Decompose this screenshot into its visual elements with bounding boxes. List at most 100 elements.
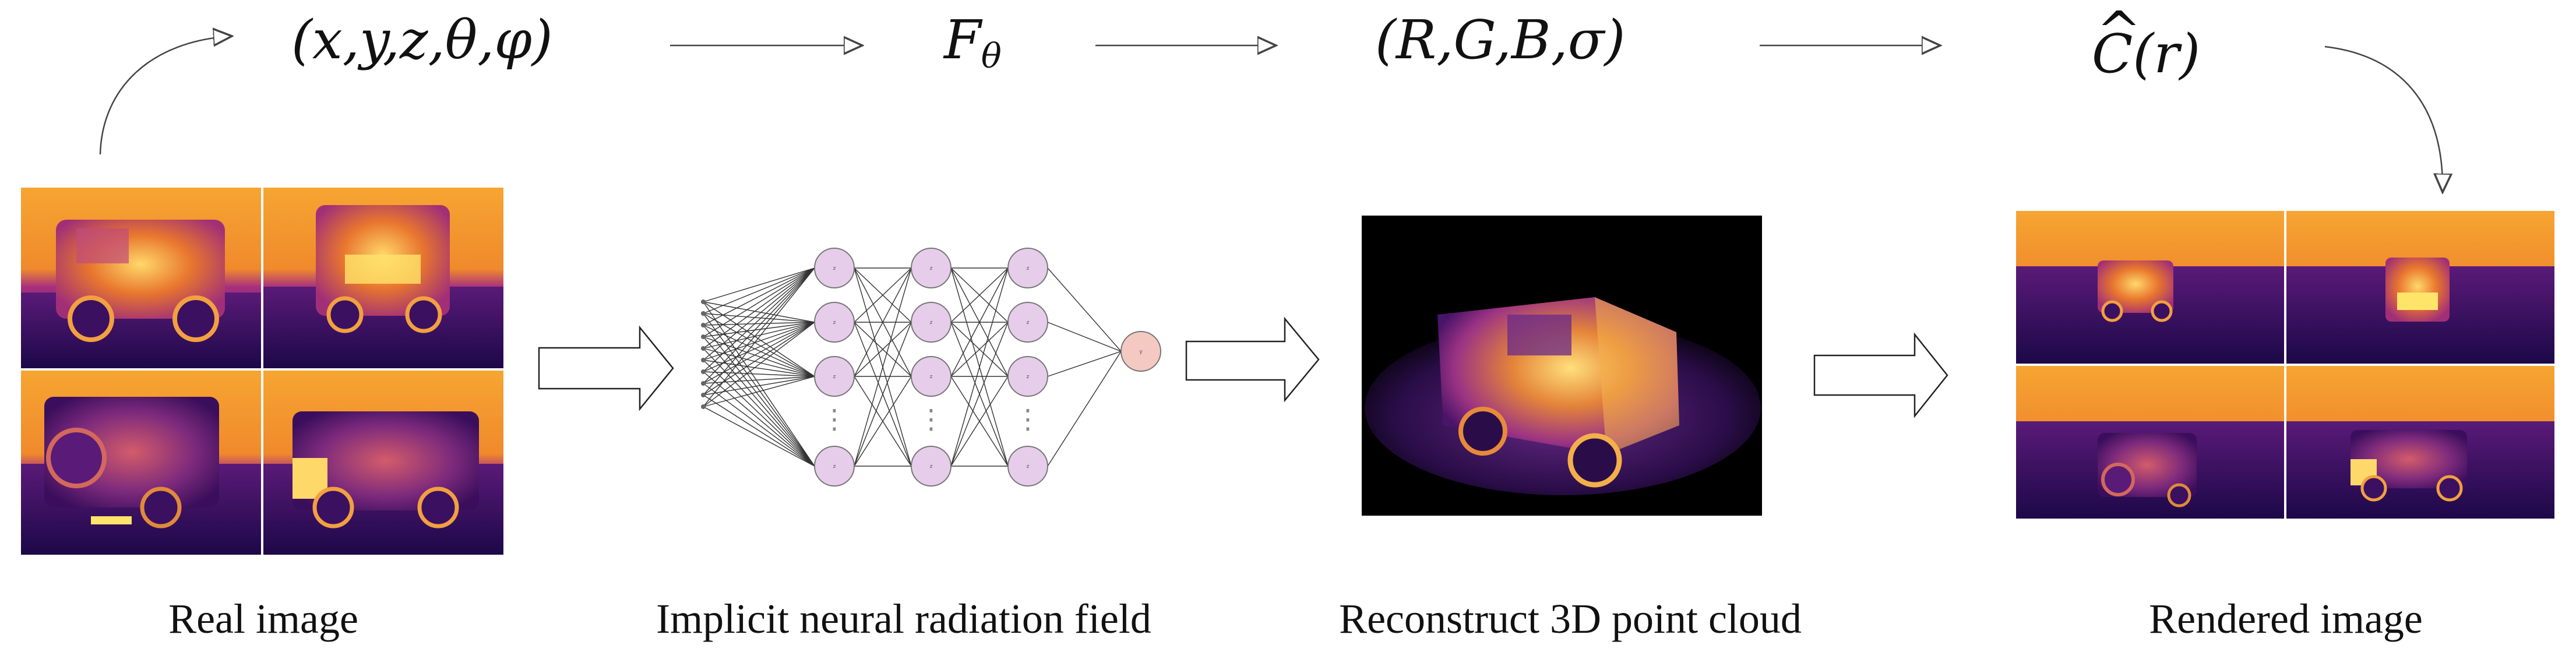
nn-edge <box>703 313 815 323</box>
nn-edge <box>703 336 815 377</box>
nn-edge <box>854 322 912 467</box>
nn-edge <box>703 267 815 302</box>
nn-edge <box>703 267 815 361</box>
input-coordinates: (x,y,z,θ,φ) <box>291 9 553 71</box>
nn-edge <box>703 267 815 326</box>
real-image-tile-1 <box>21 188 261 368</box>
nn-node-label: z <box>1027 320 1030 326</box>
block-arrow-2 <box>1185 316 1320 403</box>
nn-edge <box>703 267 815 314</box>
nn-edge <box>703 301 815 467</box>
nn-edge <box>703 322 815 372</box>
nn-hidden-node <box>1007 356 1048 397</box>
nn-node-label: z <box>930 266 933 272</box>
nn-edge <box>703 322 815 337</box>
nn-edge <box>703 301 815 377</box>
caption-real-image: Real image <box>168 595 358 642</box>
nn-input-node <box>701 334 706 339</box>
nn-hidden-node <box>911 302 952 343</box>
nn-input-node <box>701 404 706 409</box>
nn-edge <box>703 360 815 467</box>
caption-point-cloud: Reconstruct 3D point cloud <box>1339 595 1802 642</box>
nn-edge <box>1047 351 1122 377</box>
curved-arrow-render-to-output <box>2324 45 2443 192</box>
nn-hidden-node <box>911 248 952 288</box>
network-function: Fθ <box>943 9 1002 76</box>
network-subscript: θ <box>981 36 1002 76</box>
nn-node-label: z <box>930 320 933 326</box>
nn-input-node <box>701 323 706 327</box>
nn-hidden-node <box>814 302 855 343</box>
block-arrow-3 <box>1813 332 1948 418</box>
nn-edge <box>703 313 815 467</box>
nn-hidden-node <box>1007 248 1048 288</box>
nn-edge <box>703 371 815 467</box>
real-image-grid <box>21 188 503 555</box>
nn-edge <box>703 406 815 467</box>
real-image-tile-2 <box>263 188 503 368</box>
nn-edge <box>950 322 1009 377</box>
nn-node-label: z <box>833 266 836 272</box>
nn-node-label: z <box>833 374 836 380</box>
rendered-image-tile-2 <box>2286 211 2554 364</box>
nn-edge <box>703 360 815 377</box>
nn-hidden-node <box>911 446 952 487</box>
nn-ellipsis: ⋮ <box>821 403 848 435</box>
nn-edge <box>703 322 815 384</box>
rendered-image-tile-3 <box>2016 366 2284 519</box>
render-function: C(r) <box>2092 23 2200 85</box>
curved-arrow-image-to-input <box>99 36 232 155</box>
nn-edge <box>703 322 815 407</box>
nn-edge <box>703 394 815 467</box>
nn-input-node <box>701 358 706 362</box>
nn-hidden-node <box>814 446 855 487</box>
nn-edge <box>854 376 912 467</box>
nn-edge <box>703 325 815 377</box>
nn-hidden-node <box>911 356 952 397</box>
nn-ellipsis: ⋮ <box>1014 403 1041 435</box>
nn-edge <box>1047 351 1122 467</box>
nn-edge <box>703 313 815 377</box>
nn-edge <box>703 322 815 349</box>
network-symbol: F <box>943 9 983 71</box>
nn-edge <box>854 322 912 377</box>
nn-edge <box>950 267 1009 377</box>
nn-node-label: z <box>930 374 933 380</box>
real-image-tile-3 <box>21 371 261 555</box>
nn-edge <box>703 267 815 407</box>
nn-node-label: z <box>833 320 836 326</box>
nn-edge <box>854 267 912 467</box>
nn-node-label: z <box>1027 266 1030 272</box>
render-hat: ^ <box>2096 0 2141 62</box>
nn-edge <box>703 322 815 326</box>
nn-hidden-node <box>814 356 855 397</box>
nn-edge <box>950 376 1009 467</box>
nn-input-node <box>701 393 706 397</box>
nn-input-node <box>701 381 706 386</box>
nn-hidden-node <box>1007 446 1048 487</box>
rendered-image-tile-4 <box>2286 366 2554 519</box>
nn-edge <box>950 267 1009 467</box>
nn-edge <box>703 376 815 384</box>
nn-edge <box>703 301 815 323</box>
nn-edge <box>703 322 815 361</box>
nn-ellipsis: ⋮ <box>918 403 945 435</box>
point-cloud-image <box>1362 216 1762 516</box>
nn-edge <box>1047 322 1122 352</box>
nn-output-label: y <box>1139 349 1143 355</box>
nn-edge <box>703 267 815 372</box>
nn-hidden-node <box>1007 302 1048 343</box>
nn-input-node <box>701 369 706 374</box>
caption-rendered: Rendered image <box>2149 595 2423 642</box>
formula-row: (x,y,z,θ,φ) Fθ (R,G,B,σ) ^ C(r) <box>291 0 2200 85</box>
nn-node-label: z <box>833 464 836 470</box>
nn-input-node <box>701 346 706 351</box>
nn-edge <box>703 267 815 396</box>
nn-input-node <box>701 311 706 316</box>
nn-node-label: z <box>930 464 933 470</box>
block-arrow-1 <box>538 325 674 411</box>
nn-input-node <box>701 299 706 304</box>
nn-output-node <box>1120 331 1161 372</box>
